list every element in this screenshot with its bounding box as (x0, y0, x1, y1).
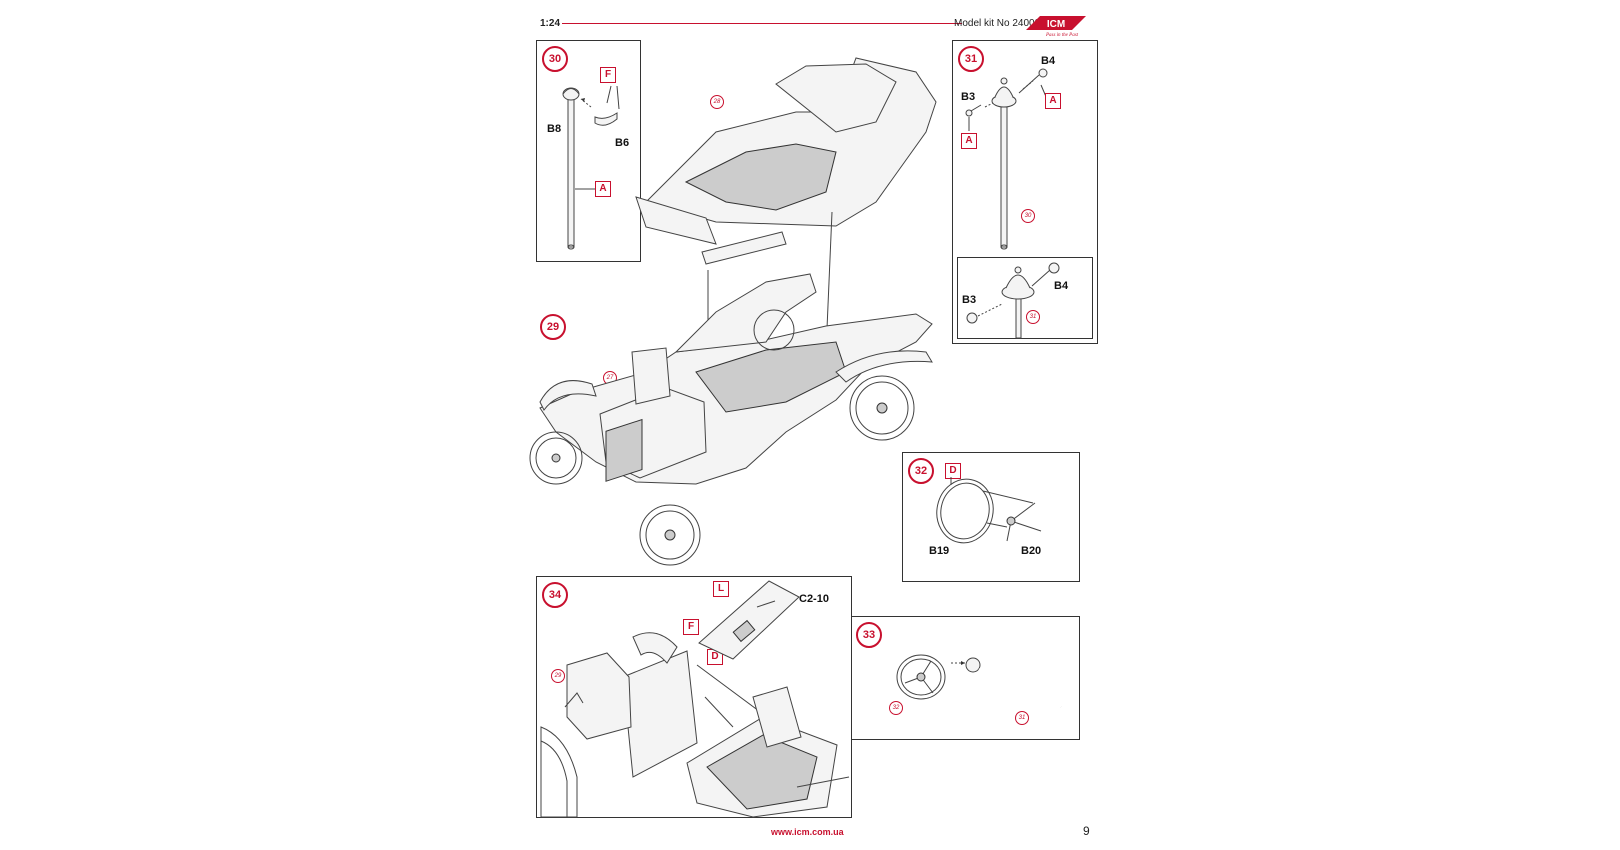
instruction-page: 1:24 Model kit No 24002 ICM Pass in the … (529, 12, 1098, 842)
brand-tagline: Pass in the Past (1045, 33, 1079, 38)
header-rule (562, 23, 962, 24)
step-29-badge: 29 (540, 314, 566, 340)
step-31-inset: B4 B3 31 (957, 257, 1093, 339)
part-label-b8: B8 (547, 123, 562, 135)
step-30-panel: 30 F A B8 B6 (536, 40, 641, 262)
steering-column-drawing (965, 68, 1048, 250)
footer-url[interactable]: www.icm.com.ua (771, 827, 844, 837)
steering-wheel-exploded-drawing (936, 477, 1042, 544)
color-callout-a-top: A (1045, 93, 1061, 109)
color-callout-f-34: F (683, 619, 699, 635)
part-label-b6: B6 (615, 137, 630, 149)
brand-text: ICM (1047, 19, 1065, 30)
icm-logo-icon: ICM Pass in the Past (1026, 16, 1086, 38)
step-32-badge: 32 (908, 458, 934, 484)
step-30-badge: 30 (542, 46, 568, 72)
step-31-badge: 31 (958, 46, 984, 72)
part-label-b19: B19 (929, 545, 950, 557)
part-label-b20: B20 (1021, 545, 1042, 557)
ref-31-badge-33: 31 (1015, 711, 1029, 725)
step-34-badge: 34 (542, 582, 568, 608)
ref-32-badge: 32 (889, 701, 903, 715)
inset-label-b3: B3 (962, 294, 977, 306)
ref-30-badge: 30 (1021, 209, 1035, 223)
part-label-b3: B3 (961, 91, 976, 103)
ref-28-badge: 28 (710, 95, 724, 109)
color-callout-a-left: A (961, 133, 977, 149)
color-callout-a: A (595, 181, 611, 197)
step-33-badge: 33 (856, 622, 882, 648)
step-32-panel: 32 D B19 B20 (902, 452, 1080, 582)
scale-label: 1:24 (540, 18, 561, 29)
page-number: 9 (1083, 824, 1090, 838)
step-33-panel: 33 32 31 (850, 616, 1080, 740)
part-label-c2-10: C2-10 (799, 593, 829, 605)
color-callout-l: L (713, 581, 729, 597)
color-callout-f: F (600, 67, 616, 83)
ref-31-badge: 31 (1026, 310, 1040, 324)
step-31-panel: 31 A A B4 B3 30 (952, 40, 1098, 344)
ref-29-badge: 29 (551, 669, 565, 683)
gear-lever-drawing (562, 85, 620, 250)
step-34-panel: 34 29 C2-10 L F D (536, 576, 852, 818)
color-callout-d: D (945, 463, 961, 479)
model-kit-label: Model kit No 24002 (954, 18, 1041, 29)
inset-label-b4: B4 (1054, 280, 1069, 292)
dashboard-installation-drawing (540, 580, 850, 818)
steering-column-detail-drawing (966, 262, 1060, 339)
steering-assembly-drawing (896, 654, 1062, 708)
body-and-chassis-drawing (529, 57, 937, 566)
part-label-b4: B4 (1041, 55, 1056, 67)
